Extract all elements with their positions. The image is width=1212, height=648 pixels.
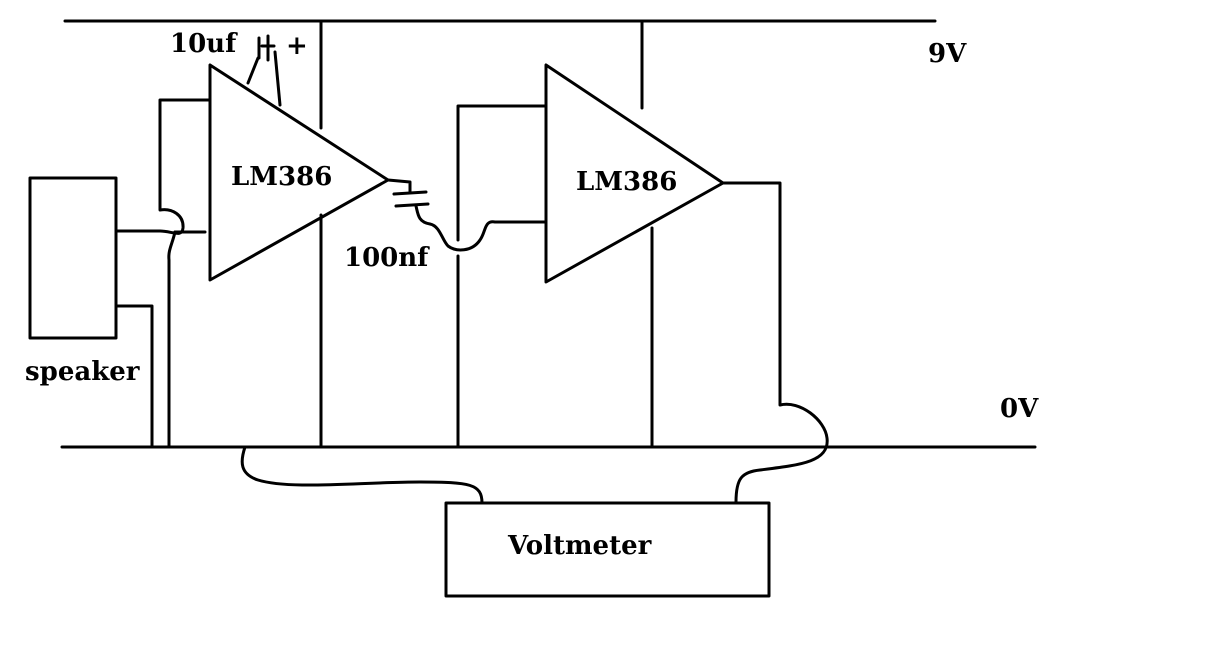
cap2-plate-top <box>392 190 428 196</box>
wire-speaker-to-amp1 <box>114 98 212 235</box>
wire-amp2-out <box>721 181 829 504</box>
wire-voltmeter-ground <box>240 445 484 505</box>
wire-cap1-right <box>273 50 282 107</box>
label-0v: 0V <box>1000 394 1039 424</box>
speaker-label: speaker <box>25 357 140 387</box>
voltmeter-box <box>444 501 771 598</box>
speaker-box <box>28 176 118 340</box>
cap2-label: 100nf <box>344 243 430 273</box>
amp2-triangle <box>544 63 725 284</box>
amp1-triangle <box>208 63 390 282</box>
voltmeter-label: Voltmeter <box>507 531 652 561</box>
amp1-label: LM386 <box>231 162 332 192</box>
cap1-label: 10uf <box>170 29 238 59</box>
wire-amp1-ground-drop <box>167 230 177 449</box>
wire-cap1-left <box>246 56 260 85</box>
wire-cap2-to-amp2 <box>414 204 548 252</box>
cap2-plate-bottom <box>394 202 430 208</box>
wire-amp2-input-ground <box>456 104 548 449</box>
label-9v: 9V <box>928 39 967 69</box>
wire-speaker-ground <box>114 304 154 449</box>
wire-amp1-out <box>386 178 412 194</box>
amp2-label: LM386 <box>576 167 677 197</box>
cap1-polarity: + <box>286 31 308 61</box>
